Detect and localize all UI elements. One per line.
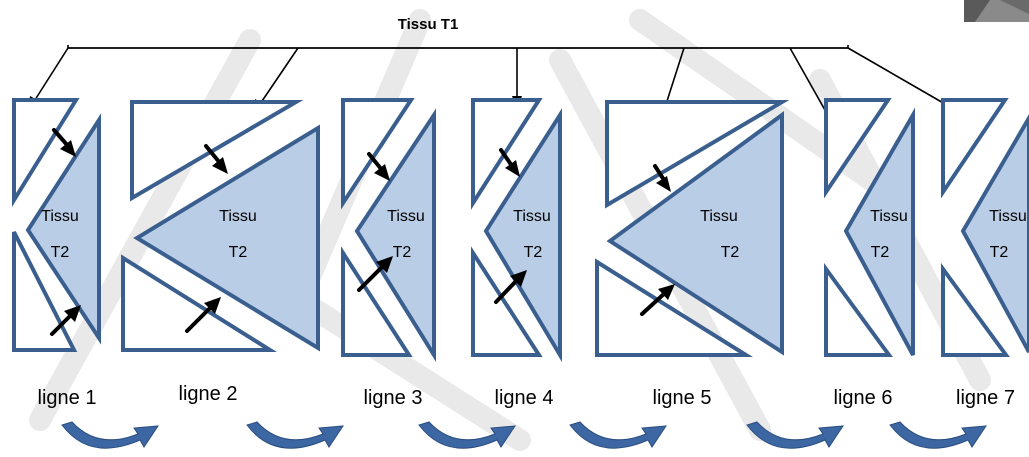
t2-piece: [354, 108, 436, 363]
svg-text:Tissu: Tissu: [700, 208, 738, 225]
svg-text:Tissu: Tissu: [387, 208, 425, 225]
t1-bottom-piece: [121, 254, 277, 352]
svg-text:Tissu: Tissu: [870, 208, 908, 225]
block-5: [595, 100, 790, 357]
row-label-7: ligne 7: [956, 387, 1015, 409]
block-7: [941, 98, 1029, 357]
t1-top-piece: [605, 100, 790, 209]
curl-arrow-icon: [418, 421, 516, 449]
t2-piece: [133, 124, 320, 352]
corner-photo: [964, 0, 1029, 22]
curl-arrow-icon: [569, 421, 667, 449]
row-label-2: ligne 2: [179, 383, 238, 405]
svg-text:T2: T2: [524, 244, 543, 261]
t1-bottom-piece: [824, 262, 893, 357]
svg-text:Tissu: Tissu: [41, 208, 79, 225]
row-label-4: ligne 4: [495, 387, 554, 409]
svg-text:T2: T2: [229, 244, 248, 261]
row-label-1: ligne 1: [38, 387, 97, 409]
t2-piece: [25, 113, 101, 345]
rotation-arrows: [61, 421, 987, 449]
t2-piece: [606, 111, 784, 356]
t1-top-piece: [12, 98, 80, 208]
t2-piece: [843, 107, 915, 356]
curl-arrow-icon: [246, 421, 344, 449]
curl-arrow-icon: [889, 421, 987, 449]
svg-text:Tissu: Tissu: [513, 208, 551, 225]
curl-arrow-icon: [61, 421, 159, 449]
svg-text:Tissu: Tissu: [989, 208, 1027, 225]
row-label-6: ligne 6: [834, 387, 893, 409]
t2-piece: [960, 114, 1029, 353]
fabric-t1-title: Tissu T1: [398, 16, 459, 33]
t1-bottom-piece: [595, 258, 753, 357]
svg-text:Tissu: Tissu: [219, 208, 257, 225]
t1-bottom-piece: [941, 262, 1010, 357]
block-4: [471, 98, 562, 363]
block-1: [12, 98, 101, 352]
t1-bottom-piece: [471, 246, 543, 357]
row-label-3: ligne 3: [364, 387, 423, 409]
svg-text:T2: T2: [51, 244, 70, 261]
t1-top-piece: [130, 100, 304, 202]
t1-bottom-piece: [12, 231, 78, 352]
curl-arrow-icon: [746, 421, 844, 449]
t2-piece: [483, 108, 562, 363]
block-2: [121, 100, 320, 352]
svg-text:T2: T2: [721, 244, 740, 261]
block-3: [341, 98, 436, 363]
svg-text:T2: T2: [871, 244, 890, 261]
row-labels: ligne 1 ligne 2 ligne 3 ligne 4 ligne 5 …: [38, 383, 1015, 409]
row-label-5: ligne 5: [653, 387, 712, 409]
block-6: [824, 98, 915, 357]
t2-labels: Tissu T2 Tissu T2 Tissu T2 Tissu T2 Tiss…: [41, 208, 1027, 261]
t1-bottom-piece: [341, 246, 413, 357]
svg-text:T2: T2: [393, 244, 412, 261]
seam-arrows: [50, 128, 675, 336]
t1-top-piece: [941, 98, 1009, 199]
t1-top-piece: [471, 98, 543, 210]
t1-top-piece: [824, 98, 892, 199]
svg-text:T2: T2: [990, 244, 1009, 261]
t1-top-piece: [341, 98, 415, 210]
